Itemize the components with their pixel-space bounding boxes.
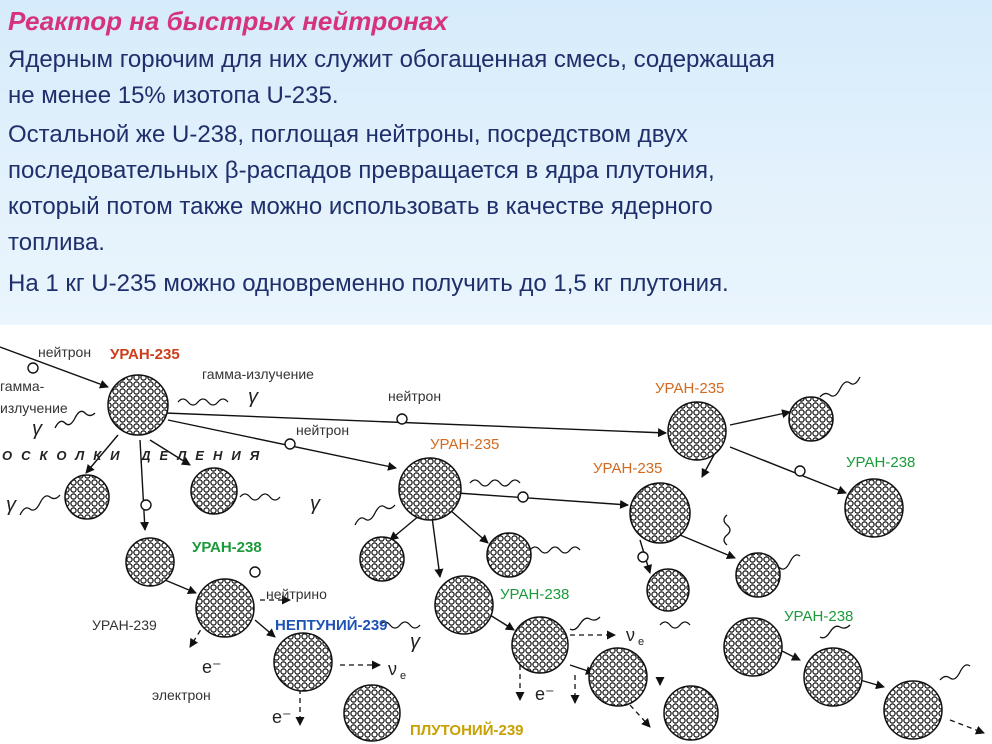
label-neutron-2: нейтрон [388,388,441,404]
nucleus-np239-1 [273,632,333,692]
electron-symbol-2: e⁻ [272,707,292,727]
header-panel: Реактор на быстрых нейтронах Ядерным гор… [0,0,992,325]
label-np239: НЕПТУНИЙ-239 [275,616,388,634]
label-neutron-3: нейтрон [296,422,349,438]
nucleus-fragment-5 [646,568,690,612]
neutrino-sub-1: e [400,670,406,682]
nucleus-u238-3 [844,478,904,538]
nucleus-u239-3 [803,647,863,707]
nucleus-u238-1 [125,537,175,587]
gamma-rays [19,376,971,681]
label-u235-2: УРАН-235 [430,436,499,453]
nucleus-fragment-7 [788,396,834,442]
label-fission-fragments: ОСКОЛКИ ДЕЛЕНИЯ [2,448,268,463]
nucleus-u235-4 [667,401,727,461]
electron-symbol-3: e⁻ [535,684,555,704]
nucleus-u238-4 [723,617,783,677]
label-gamma-2b: излучение [0,400,68,416]
label-u238-2: УРАН-238 [192,539,262,556]
nucleus-fragment-4 [486,532,532,578]
label-neutrino: нейтрино [266,586,327,602]
paragraph-u238: Остальной же U-238, поглощая нейтроны, п… [8,121,715,256]
gamma-symbol-3: γ [6,494,17,516]
gamma-symbol-2: γ [32,418,43,440]
label-u238-4: УРАН-238 [784,608,853,625]
nucleus-u235-2 [398,457,462,521]
gamma-symbol-5: γ [410,631,421,653]
nucleus-fragment-2 [190,467,238,515]
electron-symbol-1: e⁻ [202,657,222,677]
gamma-symbol-1: γ [248,386,259,408]
neutrino-symbol-1: ν [388,659,397,679]
gamma-symbol-4: γ [310,493,321,515]
nucleus-fragment-3 [359,536,405,582]
nucleus-pu239-2 [663,685,719,741]
label-u235-3: УРАН-235 [593,460,662,477]
nucleus-np239-2 [588,647,648,707]
fast-reactor-diagram: нейтрон УРАН-235 гамма-излучение гамма- … [0,344,985,742]
nucleus-u239-1 [195,578,255,638]
nucleus-fragment-6 [735,552,781,598]
label-gamma-1: гамма-излучение [202,366,314,382]
label-u235-4: УРАН-235 [655,380,724,397]
nucleus-u238-2 [434,575,494,635]
nucleus-u235-3 [629,482,691,544]
paragraph-plutonium-yield: На 1 кг U-235 можно одновременно получит… [8,270,729,297]
slide-title: Реактор на быстрых нейтронах [8,6,448,36]
nuclei [64,374,943,742]
label-electron: электрон [152,687,211,703]
nucleus-u235-initial [107,374,169,436]
paragraph-fuel: Ядерным горючим для них служит обогащенн… [8,46,775,109]
label-u238-1: УРАН-238 [846,454,915,471]
nucleus-pu239-1 [343,684,401,742]
label-neutron-1: нейтрон [38,344,91,360]
label-u238-3: УРАН-238 [500,586,569,603]
label-u239: УРАН-239 [92,617,157,633]
label-pu239: ПЛУТОНИЙ-239 [410,721,524,739]
neutrino-sub-2: e [638,636,644,648]
nucleus-fragment-1 [64,474,110,520]
neutrino-symbol-2: ν [626,625,635,645]
label-u235-1: УРАН-235 [110,346,180,363]
nucleus-np239-3 [883,680,943,740]
label-gamma-2a: гамма- [0,378,45,394]
nucleus-u239-2 [511,616,569,674]
